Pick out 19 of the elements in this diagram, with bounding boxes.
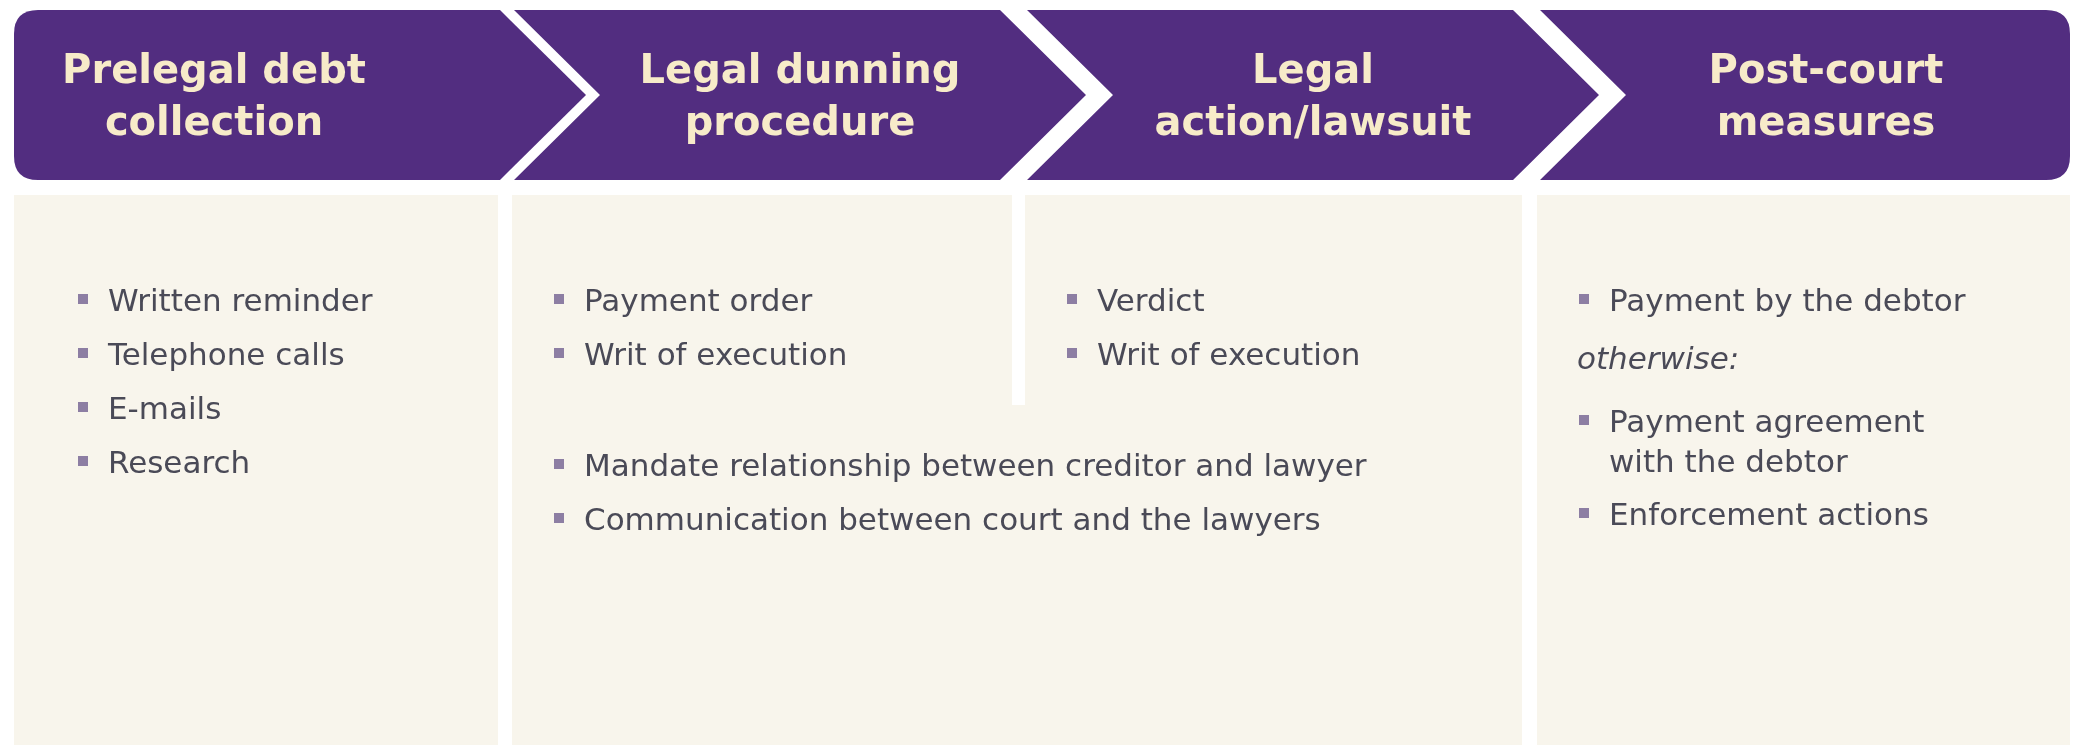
bullet-item: Written reminder xyxy=(76,280,373,321)
bullet-item: Payment by the debtor xyxy=(1577,280,1966,321)
bullet-item: Mandate relationship between creditor and lawyer xyxy=(552,445,1367,486)
content-panel xyxy=(512,195,1012,405)
bullet-item: Payment agreement with the debtor xyxy=(1577,401,1939,482)
bullet-item: Enforcement actions xyxy=(1577,493,1929,535)
content-panel xyxy=(512,405,1522,745)
bullet-item: Verdict xyxy=(1065,280,1205,321)
bullet-item: Telephone calls xyxy=(76,334,345,375)
bullet-item: Communication between court and the lawyers xyxy=(552,499,1321,540)
bullet-item: Writ of execution xyxy=(552,334,848,375)
bullet-item: Research xyxy=(76,442,251,483)
content-panel xyxy=(1025,195,1522,405)
note-text: otherwise: xyxy=(1577,339,1740,378)
bullet-item: Payment order xyxy=(552,280,813,321)
bullet-item: Writ of execution xyxy=(1065,334,1361,375)
content-panel xyxy=(14,195,498,745)
bullet-item: E-mails xyxy=(76,388,222,429)
content-panel xyxy=(1537,195,2070,745)
